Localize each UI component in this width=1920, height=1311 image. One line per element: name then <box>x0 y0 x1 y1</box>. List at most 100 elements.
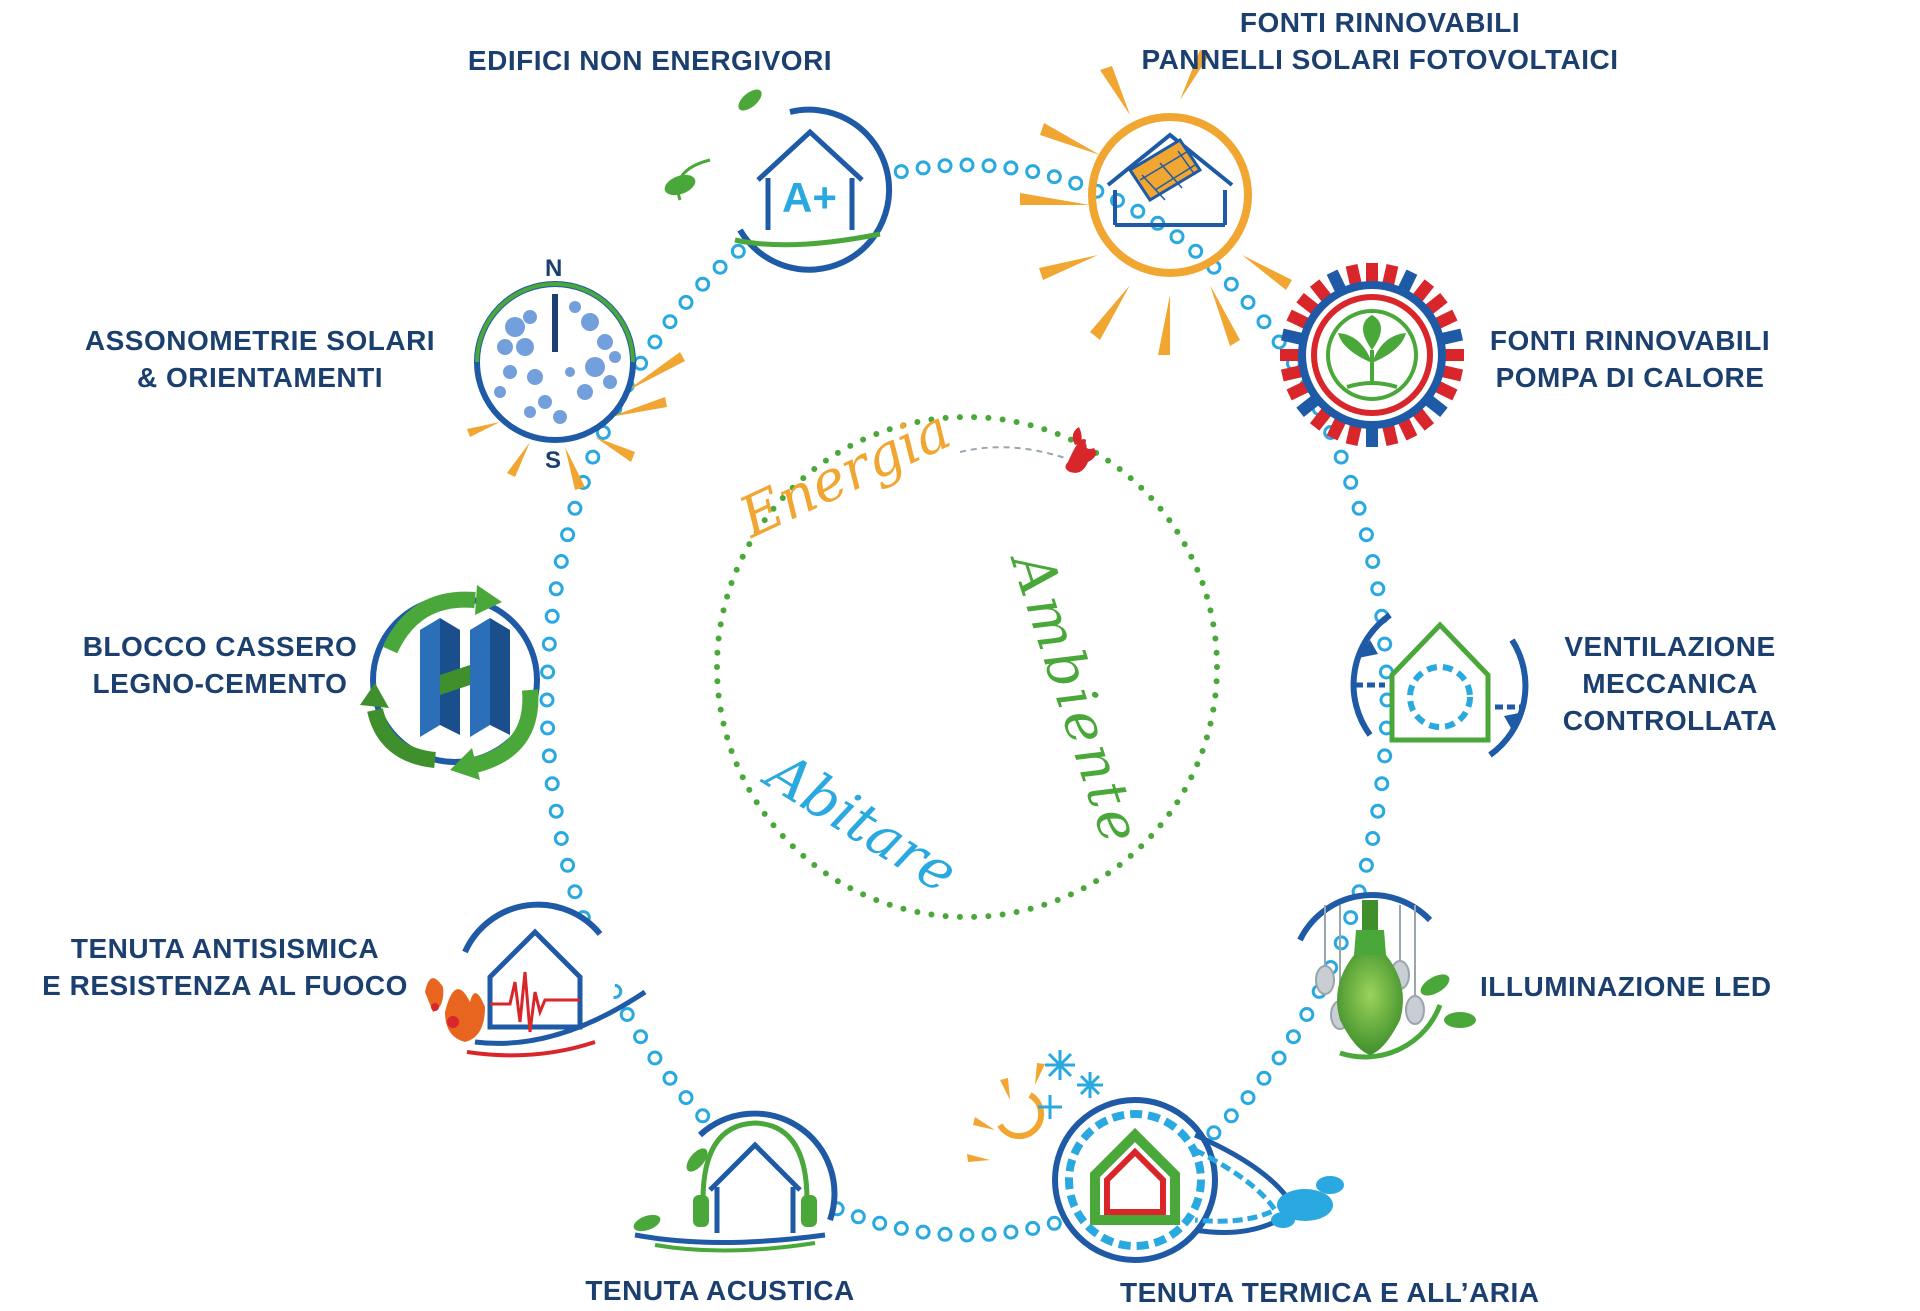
outer-ring-dot <box>981 158 997 174</box>
outer-ring-dot <box>959 157 975 173</box>
outer-ring-dot <box>1256 314 1272 330</box>
inner-ring-dot <box>1199 580 1206 586</box>
outer-ring-dot <box>981 1226 997 1242</box>
inner-ring-dot <box>1067 436 1074 443</box>
inner-ring-dot <box>1181 541 1188 548</box>
outer-ring-dot <box>1240 294 1256 310</box>
inner-ring-dot <box>985 414 992 421</box>
inner-ring-dot <box>1148 833 1155 839</box>
inner-ring-dot <box>1166 810 1173 817</box>
outer-ring-dot <box>937 1226 953 1242</box>
inner-ring-dot <box>1054 431 1061 437</box>
inner-ring-dot <box>1027 422 1034 429</box>
inner-ring-dot <box>971 913 978 920</box>
outer-ring-dot <box>1271 334 1287 350</box>
outer-ring-dot <box>567 884 583 900</box>
label-blocco: BLOCCO CASSERO LEGNO-CEMENTO <box>82 631 358 699</box>
inner-ring-dot <box>1214 664 1220 670</box>
outer-ring-dot <box>1271 1050 1287 1066</box>
outer-ring-dot <box>915 1224 931 1240</box>
outer-ring-dot <box>695 1108 711 1124</box>
inner-ring-dot <box>1127 475 1134 482</box>
inner-ring-dot <box>770 505 777 512</box>
gear-tooth <box>1280 349 1304 361</box>
inner-ring-dot <box>1093 878 1100 885</box>
inner-ring-dot <box>1194 761 1201 768</box>
inner-ring-dot <box>1105 870 1112 877</box>
inner-ring-dot <box>714 678 721 685</box>
label-led: ILLUMINAZIONE LED <box>1480 971 1772 1002</box>
outer-ring-dot <box>540 664 556 680</box>
inner-ring-dot <box>789 843 796 850</box>
inner-ring-dot <box>1199 748 1206 754</box>
inner-ring-dot <box>847 442 854 449</box>
inner-ring-dot <box>886 426 893 433</box>
outer-ring-dot <box>730 243 746 259</box>
outer-ring-dot <box>544 608 560 624</box>
inner-ring-dot <box>1080 885 1087 892</box>
inner-ring-dot <box>779 833 786 839</box>
outer-ring-dot <box>959 1227 975 1243</box>
compass-north: N <box>545 255 562 282</box>
recycle-block-icon <box>360 585 540 780</box>
outer-ring-dot <box>1003 1224 1019 1240</box>
headphones-house-icon <box>633 1110 838 1275</box>
inner-ring-dot <box>1041 901 1048 908</box>
outer-ring-dot <box>850 1209 866 1225</box>
outer-ring-dot <box>1365 554 1381 569</box>
outer-ring-dot <box>1068 175 1084 191</box>
inner-ring-dot <box>1138 484 1145 491</box>
inner-ring-dot <box>1212 692 1219 699</box>
inner-ring-dot <box>770 822 777 829</box>
outer-ring-dot <box>678 1090 694 1106</box>
outer-ring-dot <box>539 692 555 708</box>
inner-ring-dot <box>928 911 935 918</box>
inner-ring-dot <box>999 416 1006 423</box>
inner-ring-dot <box>1138 843 1145 850</box>
outer-ring-dot <box>1358 527 1374 543</box>
outer-ring-dot <box>548 803 564 819</box>
outer-ring-dot <box>915 160 931 176</box>
ventilation-house-icon <box>1350 612 1529 758</box>
inner-ring-dot <box>761 810 768 817</box>
outer-ring-dot <box>553 554 569 569</box>
inner-ring-dot <box>999 911 1006 918</box>
inner-ring-dot <box>728 580 735 586</box>
outer-dotted-ring <box>539 157 1395 1243</box>
label-fotovoltaico: FONTI RINNOVABILI PANNELLI SOLARI FOTOVO… <box>1141 7 1619 75</box>
inner-ring-dot <box>714 664 720 670</box>
inner-ring-dot <box>847 885 854 892</box>
inner-ring-dot <box>914 419 921 425</box>
inner-ring-dot <box>1054 897 1061 903</box>
inner-ring-dot <box>860 436 867 443</box>
inner-ring-dot <box>1013 419 1020 425</box>
inner-ring-dot <box>1166 517 1173 524</box>
gear-tooth <box>1366 423 1378 447</box>
outer-ring-dot <box>1188 243 1204 259</box>
inner-ring-dot <box>860 891 867 898</box>
outer-ring-dot <box>540 720 556 736</box>
inner-ring-dot <box>1067 891 1074 898</box>
inner-ring-dot <box>1203 593 1210 600</box>
inner-ring-dot <box>971 414 978 421</box>
inner-ring-dot <box>1148 495 1155 501</box>
compass-south: S <box>545 447 561 474</box>
outer-ring-dot <box>678 294 694 310</box>
outer-ring-dot <box>662 314 678 330</box>
outer-ring-dot <box>1206 1125 1222 1141</box>
outer-ring-dot <box>893 1220 909 1236</box>
inner-ring-dot <box>739 553 746 560</box>
outer-ring-dot <box>662 1070 678 1086</box>
outer-ring-dot <box>567 500 583 516</box>
outer-ring-dot <box>548 581 564 597</box>
outer-ring-dot <box>1285 1029 1301 1045</box>
inner-ring-dot <box>942 414 949 421</box>
outer-ring-dot <box>893 164 909 180</box>
outer-ring-dot <box>1333 449 1349 465</box>
inner-ring-dot <box>717 621 724 628</box>
outer-ring-dot <box>553 831 569 846</box>
outer-ring-dot <box>544 776 560 792</box>
outer-ring-dot <box>1374 776 1390 792</box>
inner-ring-dot <box>942 913 949 920</box>
